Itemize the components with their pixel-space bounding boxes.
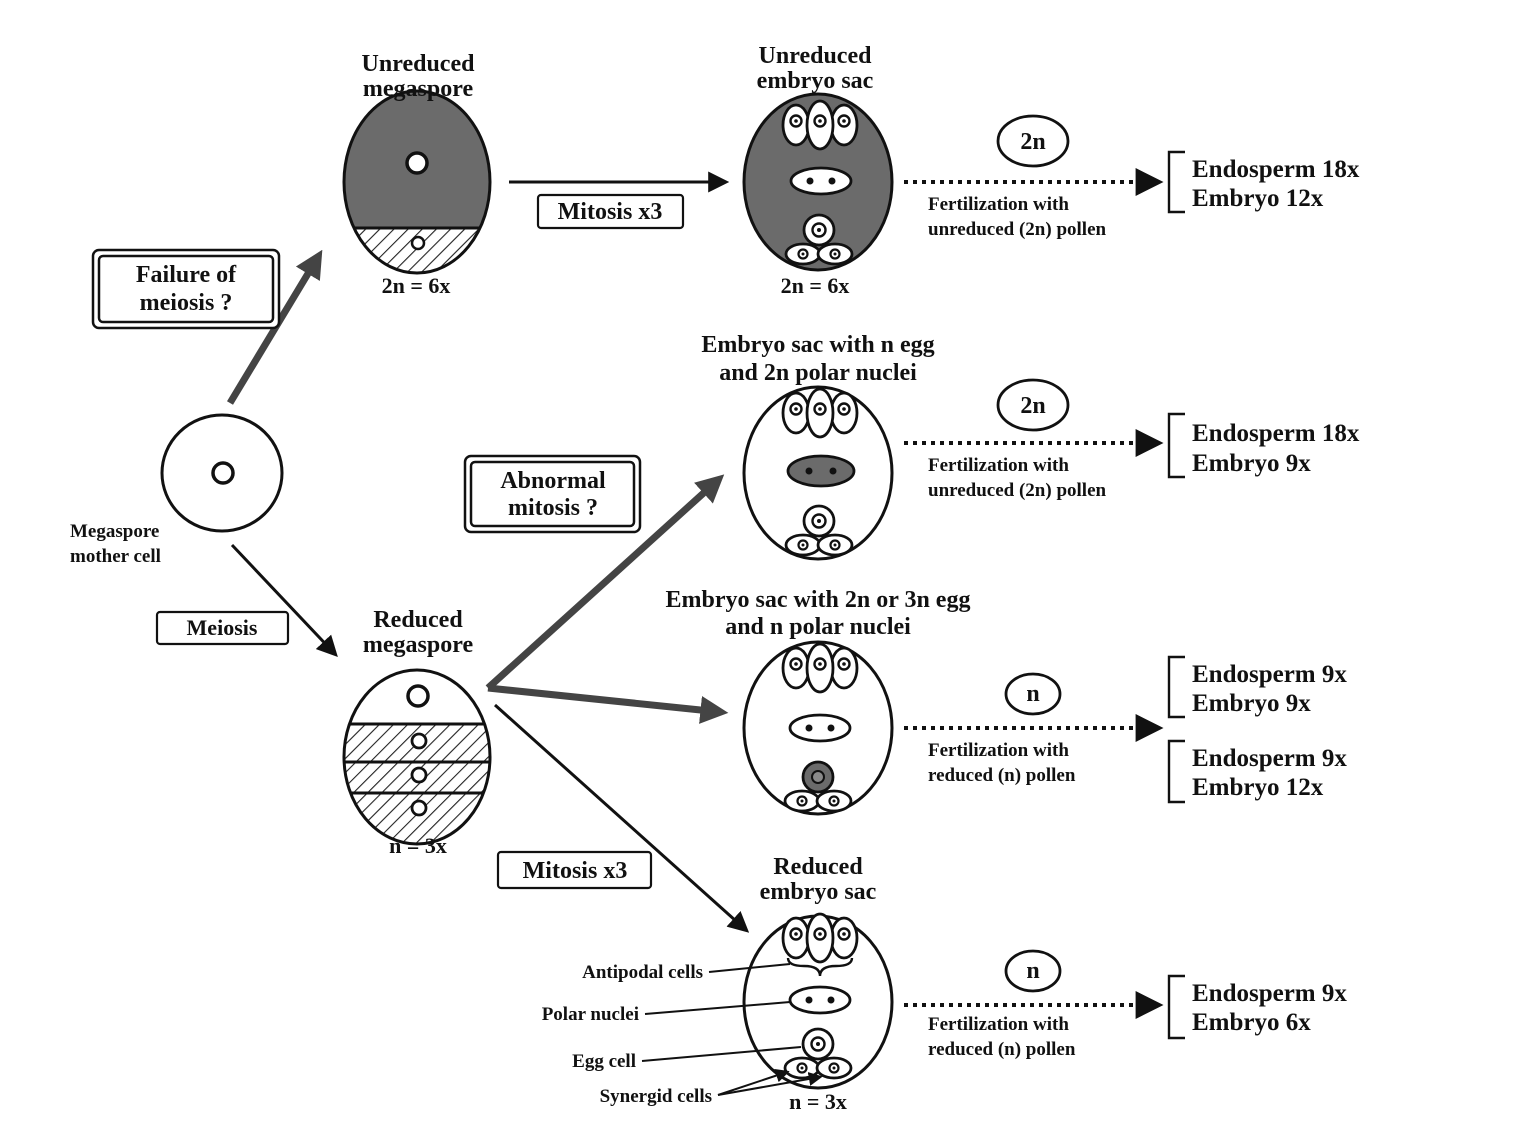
failure-of-meiosis-line-2: meiosis ? xyxy=(140,290,233,316)
pollen-text-4b: reduced (n) pollen xyxy=(928,1039,1076,1060)
embryo-sac-n-egg-label-2: and 2n polar nuclei xyxy=(719,360,917,386)
unreduced-embryo-sac xyxy=(742,92,894,272)
result-3a-endosperm: Endosperm 9x xyxy=(1192,661,1347,688)
egg-leader xyxy=(641,1046,802,1062)
failure-of-meiosis-box xyxy=(91,248,281,330)
pollen-circle-2 xyxy=(996,378,1070,432)
arrow-to-embryo-sac-2n3n-egg xyxy=(487,684,729,724)
bracket-4 xyxy=(1167,974,1185,1040)
result-1-endosperm: Endosperm 18x xyxy=(1192,156,1360,183)
egg-cell-label: Egg cell xyxy=(572,1051,636,1072)
pollen-circle-1-label: 2n xyxy=(1020,129,1045,155)
reduced-megaspore-ploidy: n = 3x xyxy=(389,833,447,858)
unreduced-embryo-sac-label-2: embryo sac xyxy=(757,68,874,94)
mitosis-bottom-label: Mitosis x3 xyxy=(523,858,628,884)
mitosis-top-box xyxy=(536,193,685,230)
abnormal-mitosis-line-2: mitosis ? xyxy=(508,495,598,521)
arrow-to-reduced-megaspore xyxy=(230,543,338,658)
reduced-embryo-sac xyxy=(742,912,894,1090)
pollen-circle-2-label: 2n xyxy=(1020,393,1045,419)
bracket-3b xyxy=(1167,739,1185,804)
mitosis-bottom-box xyxy=(496,850,653,890)
pollen-text-2b: unreduced (2n) pollen xyxy=(928,480,1107,501)
reduced-megaspore xyxy=(342,668,492,846)
unreduced-megaspore xyxy=(342,89,492,275)
pollen-circle-3 xyxy=(1004,672,1062,716)
pollen-text-3b: reduced (n) pollen xyxy=(928,765,1076,786)
bracket-1 xyxy=(1167,150,1185,214)
result-4-embryo: Embryo 6x xyxy=(1192,1009,1311,1036)
unreduced-megaspore-label-2: megaspore xyxy=(363,76,474,102)
unreduced-embryo-sac-label-1: Unreduced xyxy=(759,43,873,69)
embryo-sac-2n3n-egg-label-2: and n polar nuclei xyxy=(725,614,911,640)
result-3b-embryo: Embryo 12x xyxy=(1192,774,1324,801)
embryo-sac-2n3n-egg xyxy=(742,640,894,816)
synergid-leader-1 xyxy=(717,1068,790,1096)
abnormal-mitosis-box xyxy=(463,454,642,534)
unreduced-embryo-sac-ploidy: 2n = 6x xyxy=(781,273,850,298)
antipodal-leader xyxy=(708,963,791,973)
unreduced-megaspore-ploidy: 2n = 6x xyxy=(382,273,451,298)
synergid-cells-label: Synergid cells xyxy=(600,1086,712,1107)
result-1-embryo: Embryo 12x xyxy=(1192,185,1324,212)
megaspore-mother-cell-label-1: Megaspore xyxy=(70,521,159,542)
pollen-circle-1 xyxy=(996,114,1070,168)
result-4-endosperm: Endosperm 9x xyxy=(1192,980,1347,1007)
megaspore-mother-cell xyxy=(160,413,284,533)
synergid-leader-2 xyxy=(717,1072,823,1096)
pollen-text-3a: Fertilization with xyxy=(928,740,1069,761)
embryo-sac-n-egg xyxy=(742,385,894,561)
pollen-circle-4-label: n xyxy=(1026,958,1039,984)
meiosis-box xyxy=(155,610,290,646)
arrow-to-reduced-embryo-sac xyxy=(493,703,750,933)
pollen-circle-3-label: n xyxy=(1026,681,1039,707)
pollen-text-1b: unreduced (2n) pollen xyxy=(928,219,1107,240)
result-3b-endosperm: Endosperm 9x xyxy=(1192,745,1347,772)
bracket-3a xyxy=(1167,655,1185,719)
bracket-2 xyxy=(1167,412,1185,479)
arrow-to-unreduced-megaspore xyxy=(227,249,323,405)
reduced-embryo-sac-label-2: embryo sac xyxy=(760,879,877,905)
reduced-embryo-sac-ploidy: n = 3x xyxy=(789,1089,847,1114)
megaspore-mother-cell-label-2: mother cell xyxy=(70,546,161,567)
embryo-sac-n-egg-label-1: Embryo sac with n egg xyxy=(701,332,934,358)
antipodal-cells-label: Antipodal cells xyxy=(582,962,703,983)
failure-of-meiosis-line-1: Failure of xyxy=(136,262,237,288)
embryo-sac-2n3n-egg-label-1: Embryo sac with 2n or 3n egg xyxy=(666,587,971,613)
polar-nuclei-label: Polar nuclei xyxy=(542,1004,639,1025)
pollen-text-1a: Fertilization with xyxy=(928,194,1069,215)
result-2-endosperm: Endosperm 18x xyxy=(1192,420,1360,447)
unreduced-megaspore-label-1: Unreduced xyxy=(362,51,476,77)
meiosis-label: Meiosis xyxy=(187,615,258,640)
polar-leader xyxy=(644,1001,791,1015)
pollen-text-2a: Fertilization with xyxy=(928,455,1069,476)
arrow-to-embryo-sac-n-egg xyxy=(485,474,725,691)
abnormal-mitosis-line-1: Abnormal xyxy=(500,468,606,494)
mitosis-top-label: Mitosis x3 xyxy=(558,199,663,225)
result-2-embryo: Embryo 9x xyxy=(1192,450,1311,477)
reduced-megaspore-label-1: Reduced xyxy=(373,607,463,633)
reduced-embryo-sac-label-1: Reduced xyxy=(773,854,863,880)
reduced-megaspore-label-2: megaspore xyxy=(363,632,474,658)
pollen-text-4a: Fertilization with xyxy=(928,1014,1069,1035)
result-3a-embryo: Embryo 9x xyxy=(1192,690,1311,717)
pollen-circle-4 xyxy=(1004,949,1062,993)
